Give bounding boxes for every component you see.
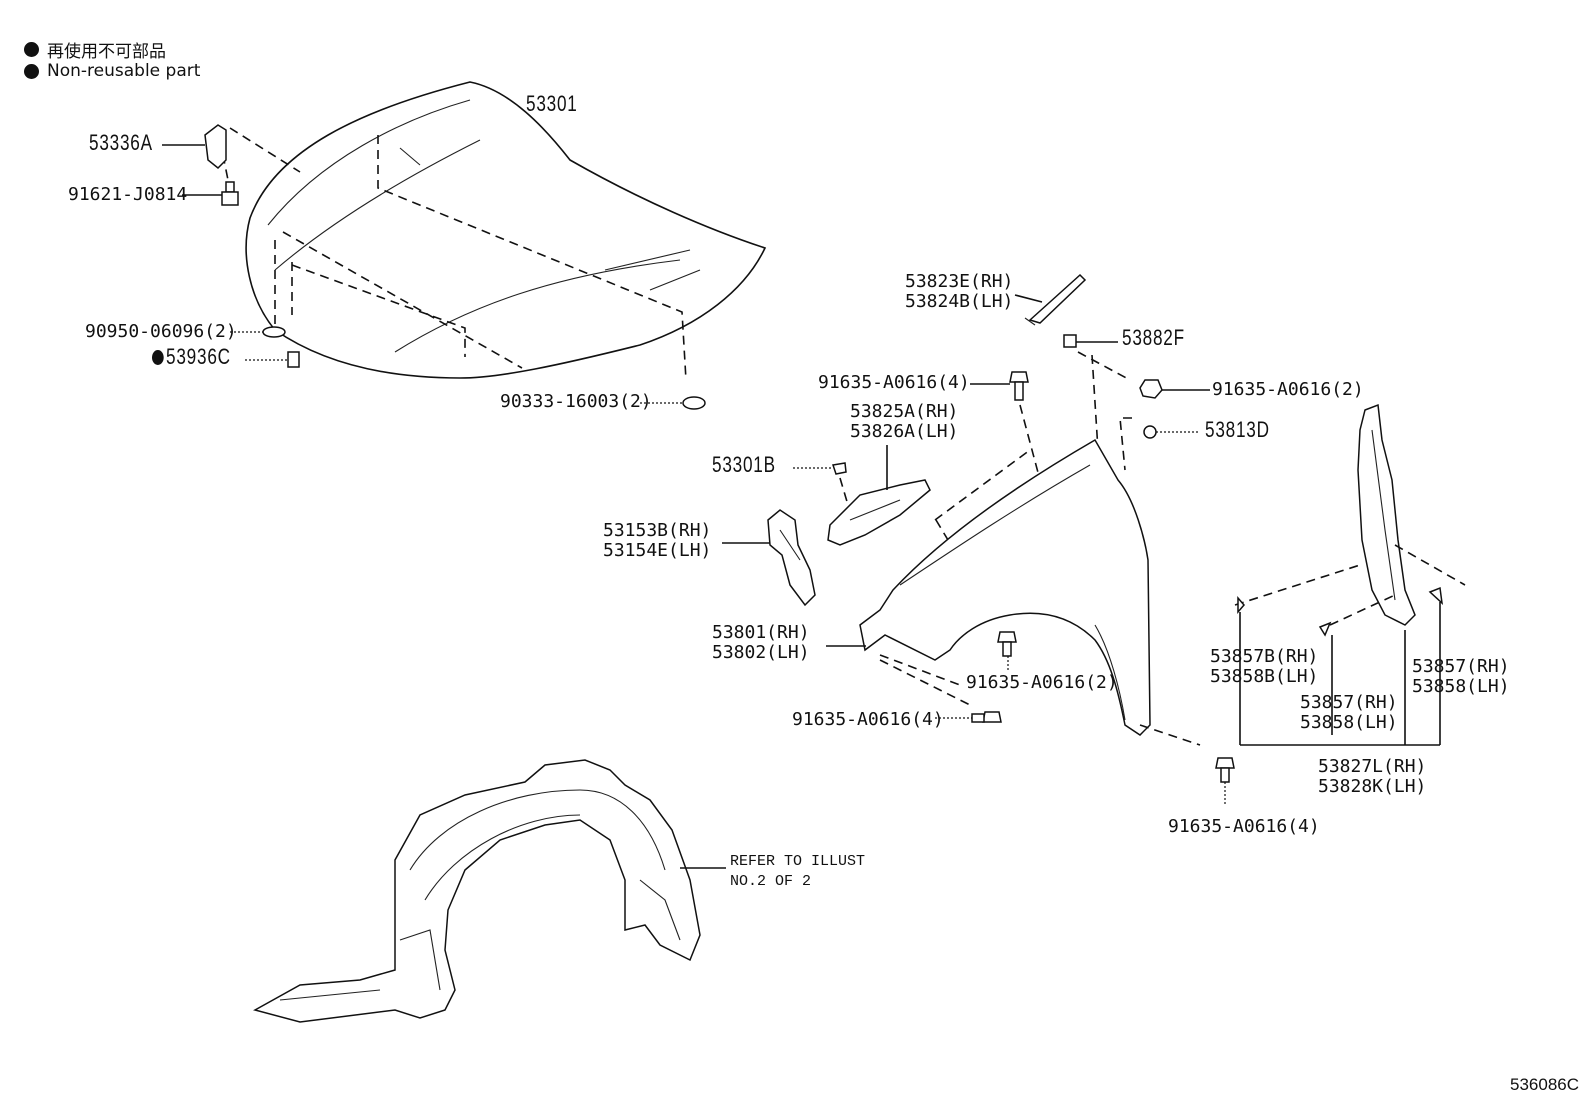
label-seal-rh: 53153B(RH) xyxy=(603,520,712,541)
non-reusable-dot-icon xyxy=(24,42,39,57)
fender-liner-part xyxy=(253,759,726,1023)
label-cushion: 53936C xyxy=(152,344,231,369)
label-bracket: 53825A(RH) 53826A(LH) xyxy=(850,402,958,442)
label-fender-protector: 53823E(RH) 53824B(LH) xyxy=(905,272,1013,312)
grommet-part xyxy=(230,326,286,338)
fender-bolt-lower-part xyxy=(935,711,1002,723)
label-hood-cushion: 90333-16003(2) xyxy=(500,391,652,412)
label-refer-line1: REFER TO ILLUST xyxy=(730,853,866,870)
label-fender-protector-lh: 53824B(LH) xyxy=(905,291,1014,312)
fender-protector-part xyxy=(1014,273,1087,326)
fender-bolt-top-right-part xyxy=(1139,379,1210,399)
label-refer-line2: NO.2 OF 2 xyxy=(730,873,812,890)
hood-dashed-guides xyxy=(219,127,687,381)
label-bracket-rh: 53825A(RH) xyxy=(850,401,959,422)
label-grommet: 90950-06096(2) xyxy=(85,321,237,342)
hood-panel xyxy=(245,81,767,379)
label-fender-protector-rh: 53823E(RH) xyxy=(905,271,1014,292)
figure-id: 536086C xyxy=(1510,1075,1580,1094)
label-fender-rh: 53801(RH) xyxy=(712,622,810,643)
label-retainer: 53882F xyxy=(1122,325,1185,350)
fender-part xyxy=(826,438,1201,746)
label-seal-d: 53857(RH) 53858(LH) xyxy=(1412,657,1510,697)
hood-hinge-part xyxy=(162,124,227,170)
retainer-part xyxy=(1063,334,1131,451)
label-seal-c-rh: 53857(RH) xyxy=(1300,692,1398,713)
seal-part xyxy=(722,509,816,607)
label-bolt-top-left: 91635-A0616(4) xyxy=(818,372,970,393)
hinge-bolt-part xyxy=(182,181,239,206)
hood-cushion-stopper-part xyxy=(245,351,300,368)
clip-53301b-part xyxy=(793,462,849,506)
label-bolt-lower: 91635-A0616(4) xyxy=(792,709,944,730)
legend-item-english: Non-reusable part xyxy=(24,61,200,81)
fender-bolt-top-left-part xyxy=(970,371,1041,481)
label-bolt-mid: 91635-A0616(2) xyxy=(966,672,1118,693)
label-seal-d-rh: 53857(RH) xyxy=(1412,656,1510,677)
label-cushion-text: 53936C xyxy=(166,344,231,369)
label-seal-b-lh: 53858B(LH) xyxy=(1210,666,1319,687)
fender-seal-set-part xyxy=(1234,403,1466,746)
label-fender: 53801(RH) 53802(LH) xyxy=(712,623,810,663)
label-seal-lh: 53154E(LH) xyxy=(603,540,712,561)
non-reusable-dot-icon xyxy=(152,350,164,365)
label-seal-set: 53827L(RH) 53828K(LH) xyxy=(1318,757,1426,797)
label-refer-illustration: REFER TO ILLUST NO.2 OF 2 xyxy=(730,852,865,892)
legend-item-japanese: 再使用不可部品 xyxy=(24,37,166,62)
label-bolt-bottom: 91635-A0616(4) xyxy=(1168,816,1320,837)
label-seal-b: 53857B(RH) 53858B(LH) xyxy=(1210,647,1318,687)
label-seal-set-rh: 53827L(RH) xyxy=(1318,756,1427,777)
legend-text-japanese: 再使用不可部品 xyxy=(47,42,166,62)
label-hood-hinge: 53336A xyxy=(89,130,153,155)
legend-text-english: Non-reusable part xyxy=(47,61,201,81)
label-seal-c-lh: 53858(LH) xyxy=(1300,712,1398,733)
label-fender-lh: 53802(LH) xyxy=(712,642,810,663)
hood-cushion-part xyxy=(640,396,706,410)
label-hood: 53301 xyxy=(526,91,578,116)
clip-53813d-part xyxy=(1119,417,1200,471)
fender-bolt-bottom-part xyxy=(1215,757,1235,805)
label-bracket-lh: 53826A(LH) xyxy=(850,421,959,442)
label-seal-d-lh: 53858(LH) xyxy=(1412,676,1510,697)
label-clip-53813d: 53813D xyxy=(1205,417,1270,442)
label-seal: 53153B(RH) 53154E(LH) xyxy=(603,521,711,561)
label-bolt-hinge: 91621-J0814 xyxy=(68,184,188,205)
label-bolt-top-right: 91635-A0616(2) xyxy=(1212,379,1364,400)
label-seal-c: 53857(RH) 53858(LH) xyxy=(1300,693,1398,733)
fender-bolt-mid-part xyxy=(997,631,1017,670)
label-clip-53301b: 53301B xyxy=(712,452,776,477)
non-reusable-dot-icon xyxy=(24,63,39,79)
label-seal-set-lh: 53828K(LH) xyxy=(1318,776,1427,797)
label-seal-b-rh: 53857B(RH) xyxy=(1210,646,1319,667)
